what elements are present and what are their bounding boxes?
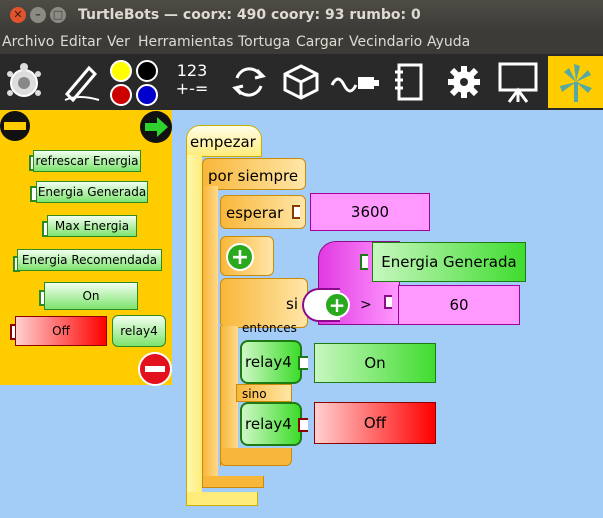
forever-stem <box>202 186 218 480</box>
else-value-off[interactable]: Off <box>314 402 436 444</box>
pen-color-yellow[interactable] <box>110 60 132 82</box>
else-label: sino <box>242 387 267 401</box>
trash-button[interactable] <box>138 352 172 386</box>
title-bar <box>0 0 603 30</box>
flow-icon[interactable] <box>225 56 273 108</box>
sensor-energia-generada[interactable]: Energia Generada <box>372 242 526 282</box>
menu-ayuda[interactable]: Ayuda <box>427 34 471 50</box>
relay-socket <box>298 356 308 370</box>
collapse-palette-button[interactable] <box>0 111 30 141</box>
sensors-icon[interactable] <box>328 56 382 108</box>
palette-connector <box>30 186 37 202</box>
sensor-socket <box>360 254 368 270</box>
menu-herramientas[interactable]: Herramientas <box>138 34 234 50</box>
plus-icon[interactable]: + <box>324 292 350 318</box>
start-block-foot <box>186 492 258 506</box>
numbers-label-bottom: +-= <box>175 79 209 98</box>
presentation-icon[interactable] <box>494 56 542 108</box>
palette-block-max-energia[interactable]: Max Energia <box>47 215 137 237</box>
boxes-icon[interactable] <box>278 56 324 108</box>
palette-block-energia-recomendada[interactable]: Energia Recomendada <box>17 249 162 271</box>
menu-cargar[interactable]: Cargar <box>296 34 344 50</box>
close-window-button[interactable]: ✕ <box>10 7 26 23</box>
palette-connector <box>10 324 17 340</box>
palette-block-refrescar-energia[interactable]: refrescar Energia <box>33 150 141 172</box>
menu-tortuga[interactable]: Tortuga <box>238 34 291 50</box>
palette-block-relay4[interactable]: relay4 <box>112 315 166 347</box>
palette-block-on[interactable]: On <box>44 282 138 310</box>
menu-vecindario[interactable]: Vecindario <box>349 34 423 50</box>
forever-block[interactable] <box>202 158 306 190</box>
then-relay-block[interactable]: relay4 <box>240 340 302 384</box>
palette-connector <box>13 256 20 272</box>
menu-editar[interactable]: Editar <box>60 34 102 50</box>
numbers-label-top: 123 <box>176 61 208 80</box>
next-palette-button[interactable] <box>140 111 172 143</box>
palette-connector <box>42 221 49 237</box>
comparison-value[interactable]: 60 <box>398 285 520 325</box>
then-value-on[interactable]: On <box>314 343 436 383</box>
palette-connector <box>39 290 46 306</box>
comparison-operator: > <box>360 297 372 313</box>
wait-block[interactable] <box>220 195 306 229</box>
forever-label: por siempre <box>208 167 299 185</box>
minimize-window-button[interactable]: – <box>30 7 46 23</box>
palette-connector <box>29 155 36 171</box>
numbers-palette-button[interactable]: 123 +-= <box>170 62 214 98</box>
then-label: entonces <box>242 321 297 335</box>
if-foot <box>220 448 292 466</box>
start-block-stem <box>186 155 202 495</box>
value-socket <box>384 295 392 309</box>
forever-foot <box>202 476 264 488</box>
wait-label: esperar <box>226 204 284 222</box>
window-title: TurtleBots — coorx: 490 coory: 93 rumbo:… <box>78 7 421 23</box>
turtle-icon[interactable] <box>2 56 46 108</box>
gear-icon[interactable] <box>440 56 488 108</box>
notebook-icon[interactable] <box>388 56 430 108</box>
menu-ver[interactable]: Ver <box>107 34 130 50</box>
pen-icon[interactable] <box>56 56 106 108</box>
start-block[interactable] <box>186 125 262 157</box>
plus-icon[interactable]: + <box>226 243 254 271</box>
menu-archivo[interactable]: Archivo <box>2 34 55 50</box>
palette-block-off[interactable]: Off <box>15 316 107 346</box>
pen-color-red[interactable] <box>110 84 132 106</box>
start-label: empezar <box>190 133 256 151</box>
else-relay-block[interactable]: relay4 <box>240 402 302 446</box>
arrow-right-icon <box>145 117 168 137</box>
palette-block-energia-generada[interactable]: Energia Generada <box>36 181 148 203</box>
pen-color-black[interactable] <box>136 60 158 82</box>
if-label: si <box>286 295 298 313</box>
relay-socket <box>298 418 308 432</box>
maximize-window-button[interactable]: □ <box>50 7 66 23</box>
pen-color-blue[interactable] <box>136 84 158 106</box>
if-block[interactable] <box>220 278 308 328</box>
else-divider <box>236 384 292 402</box>
if-stem <box>220 326 238 466</box>
windmill-icon[interactable] <box>548 56 603 108</box>
wait-value[interactable]: 3600 <box>310 193 430 231</box>
minus-icon <box>145 366 165 372</box>
wait-socket <box>292 205 300 219</box>
menu-bar <box>0 30 603 54</box>
minus-icon <box>3 121 27 131</box>
